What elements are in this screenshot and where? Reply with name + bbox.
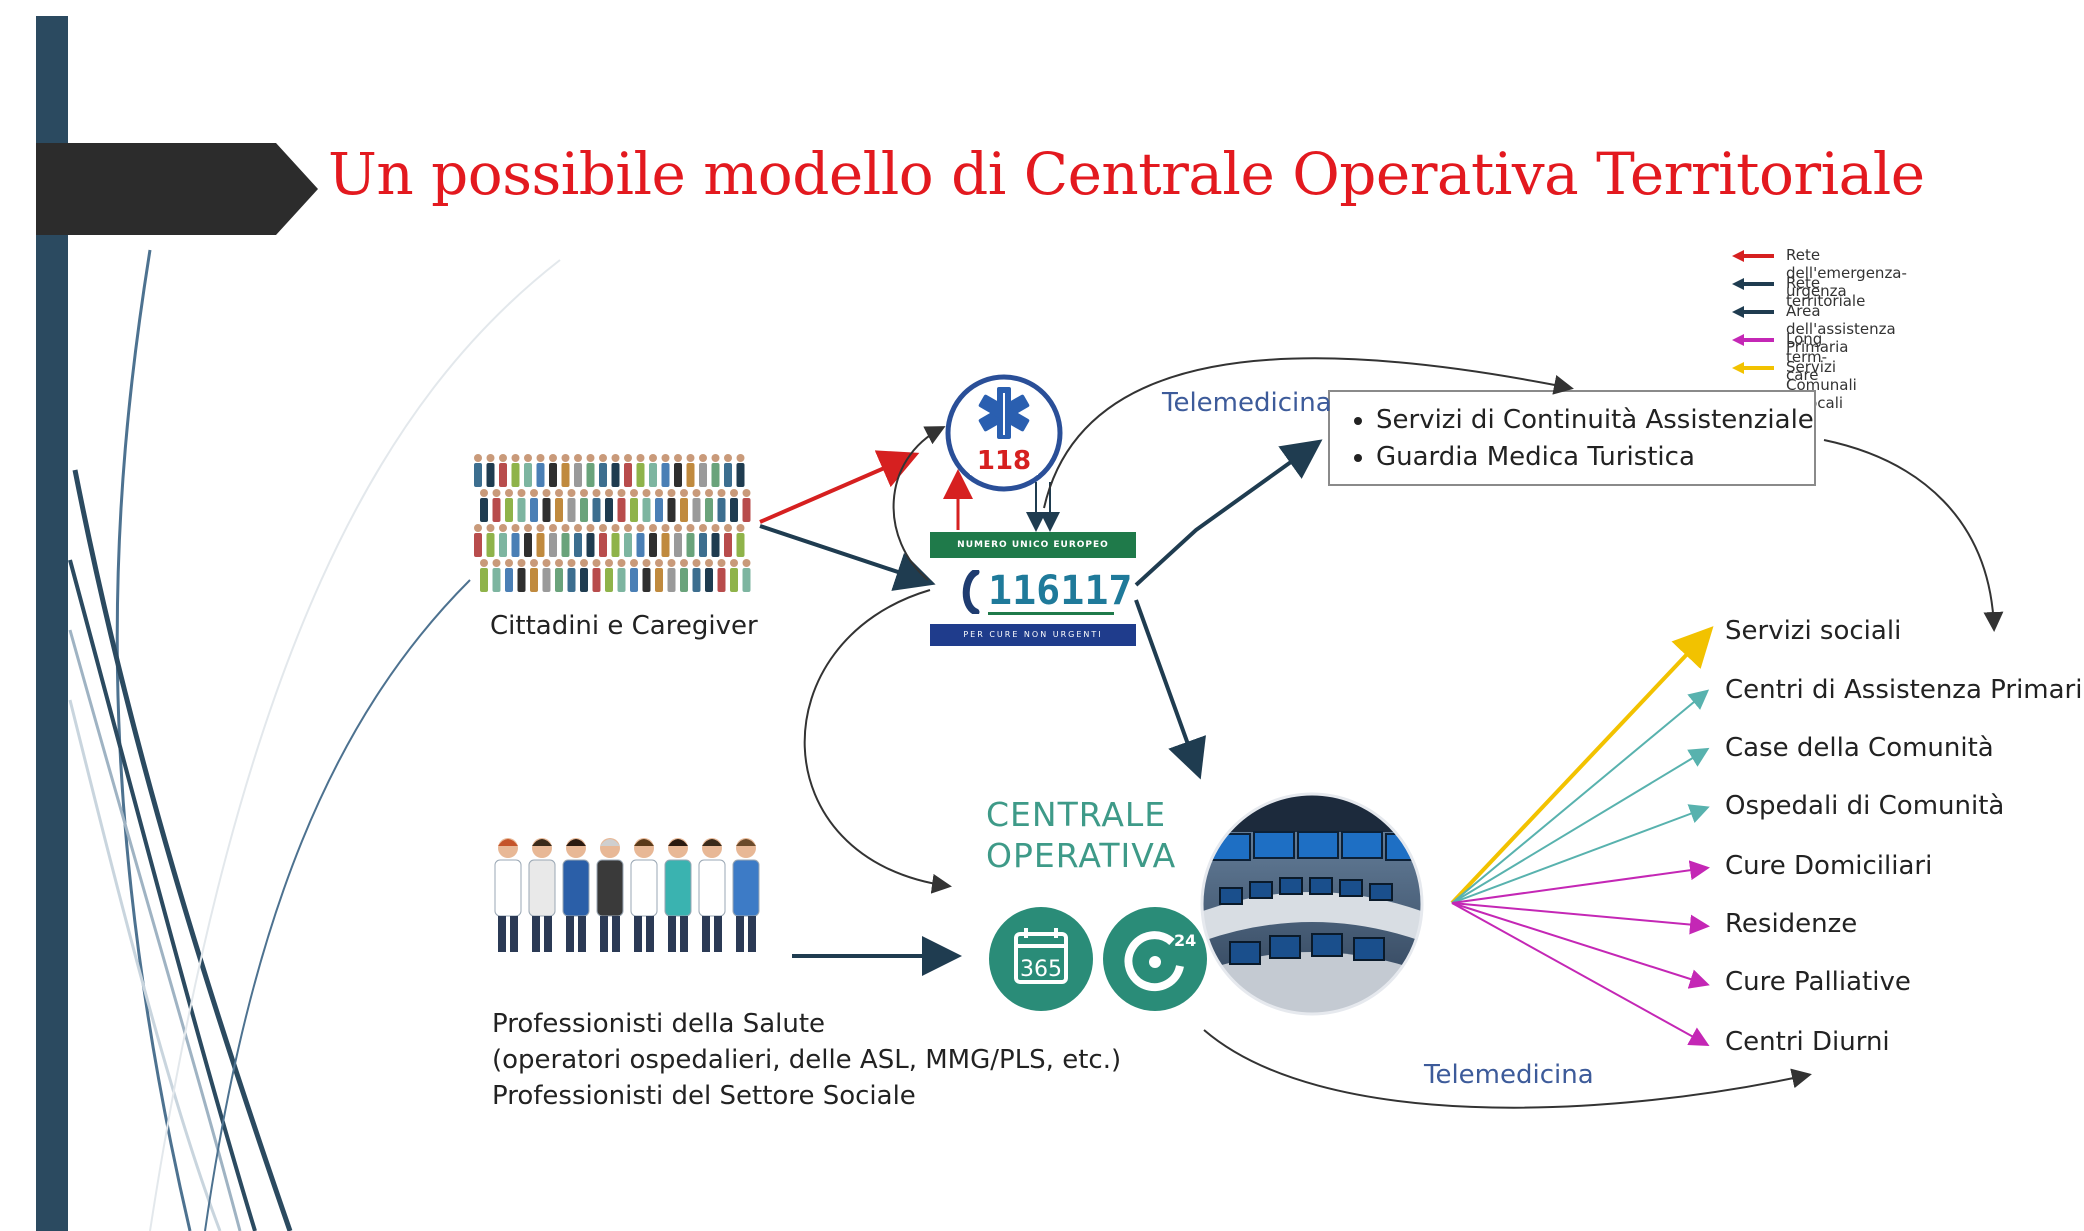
phone-number: 116117 xyxy=(988,568,1133,614)
legend-label: Area dell'assistenza Primaria xyxy=(1786,302,1896,356)
destination-residenze: Residenze xyxy=(1725,909,1858,939)
legend-label: Rete dell'emergenza-urgenza xyxy=(1786,246,1907,300)
centrale-line-1: CENTRALE xyxy=(986,795,1167,834)
destination-ospedali-comunita: Ospedali di Comunità xyxy=(1725,791,2005,821)
arrow-left-icon xyxy=(1732,278,1774,290)
professionisti-line-2: (operatori ospedalieri, delle ASL, MMG/P… xyxy=(492,1045,1122,1075)
arrow-left-icon xyxy=(1732,250,1774,262)
curve-5 xyxy=(68,699,222,1231)
professionisti-line-3: Professionisti del Settore Sociale xyxy=(492,1081,916,1111)
health-professionals-illustration xyxy=(494,838,760,952)
emergency-118-logo: 118 xyxy=(945,374,1063,492)
professionisti-line-1: Professionisti della Salute xyxy=(492,1009,826,1039)
destination-servizi-sociali: Servizi sociali xyxy=(1725,616,1902,646)
telemedicina-top-label: Telemedicina xyxy=(1162,388,1332,418)
curve-1 xyxy=(115,249,192,1231)
clock-24-badge: 24 xyxy=(1103,907,1207,1011)
professionisti-label: Professionisti della Salute (operatori o… xyxy=(492,1006,1121,1114)
arrow-left-icon xyxy=(1732,334,1774,346)
control-room-image xyxy=(1200,792,1424,1016)
badge-365-text: 365 xyxy=(1020,957,1062,982)
centrale-operativa-label: CENTRALE OPERATIVA xyxy=(986,794,1176,876)
servizi-item: Guardia Medica Turistica xyxy=(1376,439,1814,476)
arrow-left-icon xyxy=(1732,306,1774,318)
phone-handset-icon xyxy=(962,570,980,614)
clock-arc-icon xyxy=(1124,931,1184,992)
curve-7 xyxy=(204,579,471,1231)
curve-6 xyxy=(149,259,561,1231)
curve-2 xyxy=(72,469,293,1231)
destination-centri-diurni: Centri Diurni xyxy=(1725,1027,1890,1057)
destination-case-comunita: Case della Comunità xyxy=(1725,733,1994,763)
cittadini-label: Cittadini e Caregiver xyxy=(490,611,758,641)
title-tab-shape xyxy=(36,143,318,235)
calendar-icon xyxy=(1014,932,1068,984)
crowd-illustration xyxy=(474,454,751,592)
calendar-365-badge: 365 xyxy=(989,907,1093,1011)
servizi-item: Servizi di Continuità Assistenziale xyxy=(1376,402,1814,439)
legend-label: Long term-care xyxy=(1786,330,1828,384)
telemedicina-bottom-label: Telemedicina xyxy=(1424,1060,1594,1090)
curve-4 xyxy=(68,629,242,1231)
destination-cure-palliative: Cure Palliative xyxy=(1725,967,1911,997)
slide-title: Un possibile modello di Centrale Operati… xyxy=(328,140,1925,208)
centrale-line-2: OPERATIVA xyxy=(986,836,1177,875)
arrow-left-icon xyxy=(1732,362,1774,374)
destination-centri-assistenza-primaria: Centri di Assistenza Primaria xyxy=(1725,675,2084,705)
curve-3 xyxy=(68,559,257,1231)
badge-24-text: 24 xyxy=(1174,931,1196,950)
logo-bottom-banner: PER CURE NON URGENTI xyxy=(930,624,1136,646)
emergency-number: 118 xyxy=(977,446,1031,476)
phone-116117-logo: NUMERO UNICO EUROPEO 116117 PER CURE NON… xyxy=(930,532,1136,646)
legend-label: Rete territoriale xyxy=(1786,274,1866,310)
servizi-continuita-box: Servizi di Continuità Assistenziale Guar… xyxy=(1328,390,1816,486)
logo-top-banner: NUMERO UNICO EUROPEO xyxy=(930,532,1136,558)
destination-cure-domiciliari: Cure Domiciliari xyxy=(1725,851,1933,881)
